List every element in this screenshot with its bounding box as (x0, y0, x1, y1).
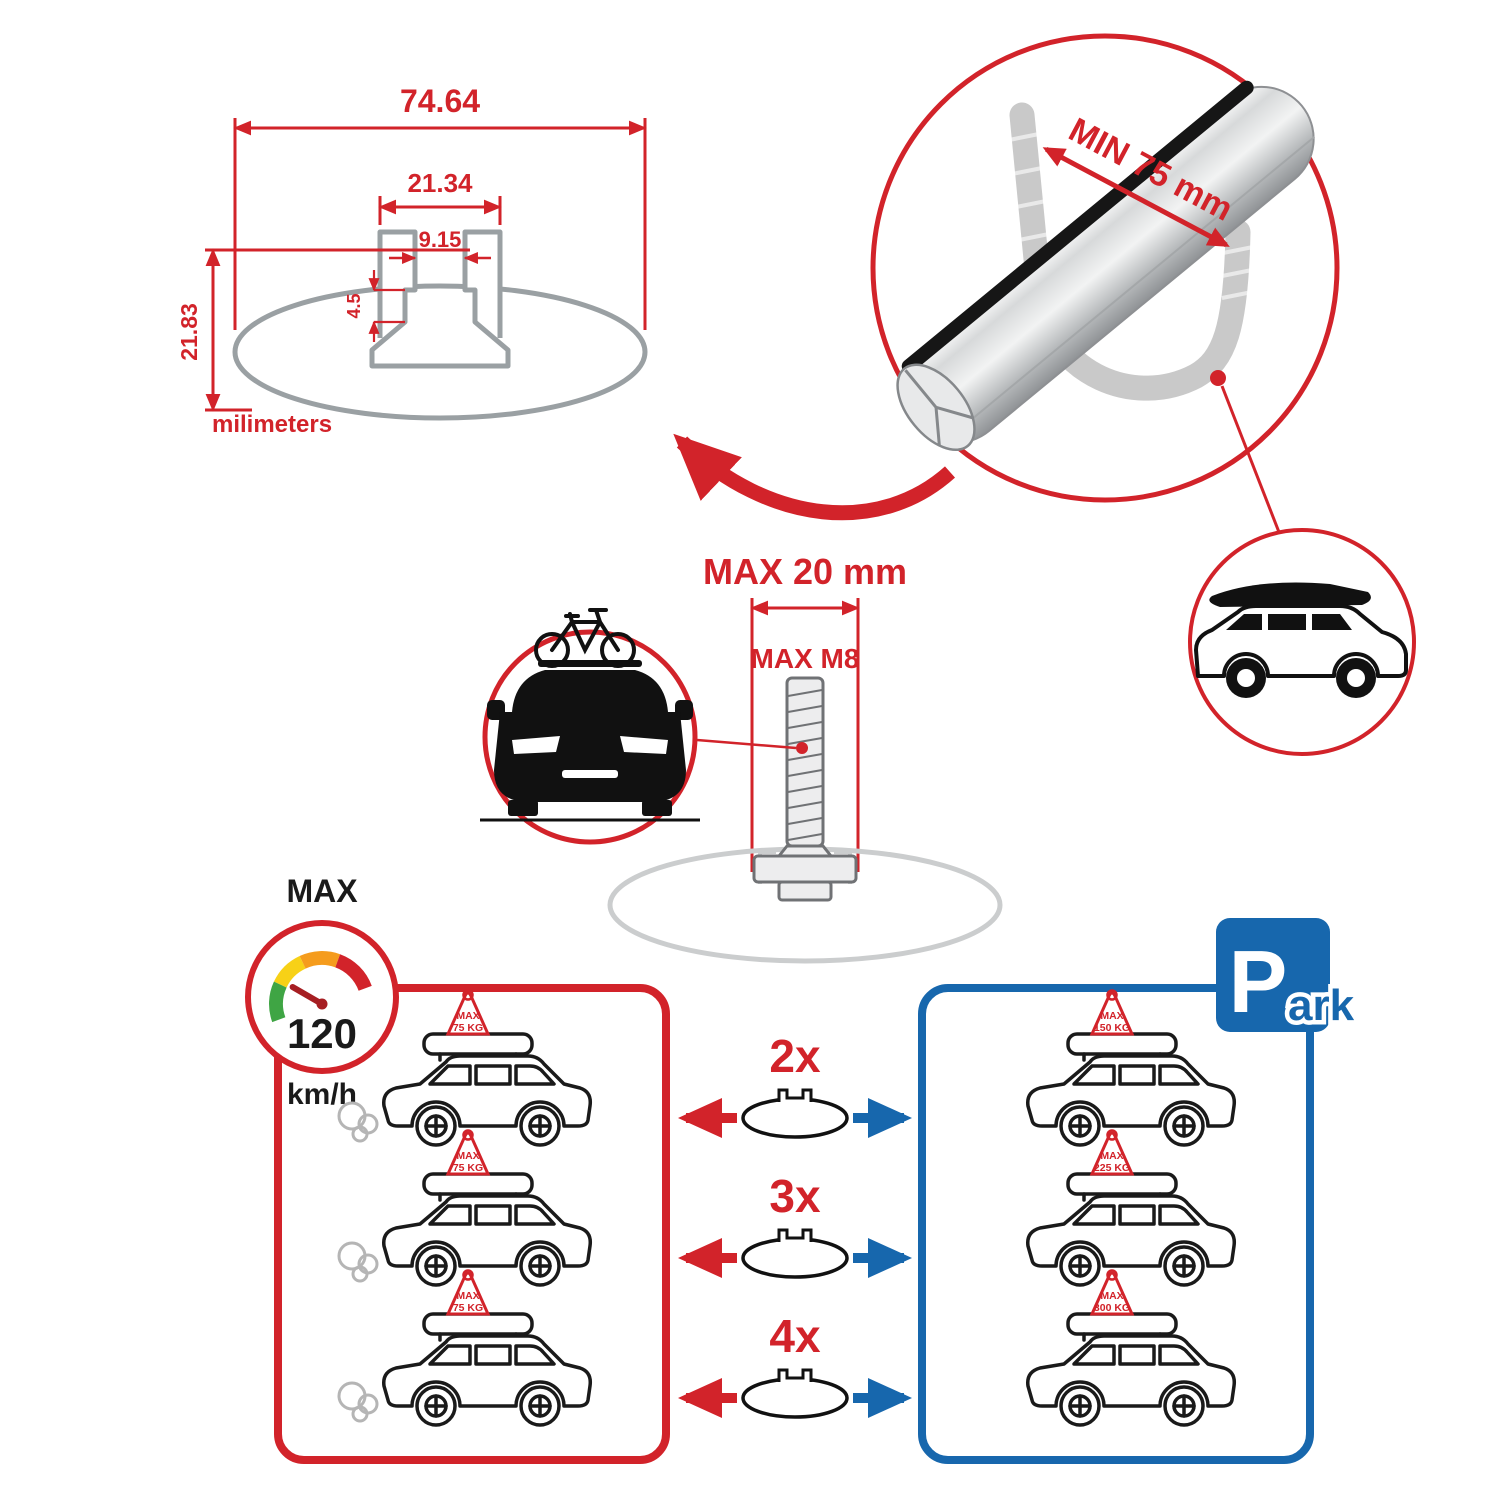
speed-gauge-circle (245, 920, 399, 1074)
load-badge-parked-2: MAX 225 KG (1089, 1129, 1135, 1176)
load-badge-driving-1: MAX 75 KG (445, 989, 491, 1036)
parked-panel: P ark MAX 150 KG MAX 225 KG MAX 300 KG (918, 918, 1359, 1464)
callout-leader-line (1220, 385, 1286, 546)
svg-text:150 KG: 150 KG (1094, 1022, 1130, 1034)
max-bolt-size-label: MAX M8 (751, 643, 860, 674)
parking-sign-square (1216, 918, 1330, 1032)
bar-count-row-1: 2x (677, 1030, 913, 1139)
bar-count-row-3: 4x (677, 1310, 913, 1419)
driving-panel: MAX 120 km/h MAX 75 (245, 873, 670, 1464)
dim-channel-inner-label: 9.15 (419, 227, 462, 252)
mini-profile-2 (741, 1237, 849, 1279)
mini-profile-1 (741, 1097, 849, 1139)
parking-sign: P ark (1216, 918, 1359, 1035)
bar-count-rows: 2x 3x 4x (677, 1030, 913, 1419)
dim-profile-height-label: 21.83 (176, 303, 202, 361)
speed-gauge-needle (289, 984, 325, 1007)
bolt-threads (787, 689, 823, 841)
speed-gauge-arcs (269, 951, 372, 1023)
speed-gauge: 120 (245, 920, 399, 1074)
dim-lip-height-label: 4.5 (344, 293, 364, 318)
t-bolt (696, 676, 858, 902)
load-badge-parked-1: MAX 150 KG (1089, 989, 1135, 1036)
mini-profile-3 (741, 1377, 849, 1419)
dim-profile-height (205, 248, 470, 412)
units-label: milimeters (212, 411, 332, 438)
speed-max-label: MAX (286, 873, 358, 909)
motion-smoke (337, 1101, 379, 1423)
mini-profile-channel-3 (777, 1368, 813, 1382)
car-front-circle (480, 608, 700, 845)
dim-total-width-label: 74.64 (400, 83, 480, 119)
svg-text:MAX: MAX (456, 1150, 479, 1162)
svg-text:225 KG: 225 KG (1094, 1162, 1130, 1174)
count-label-2x: 2x (769, 1030, 821, 1082)
mini-profile-channel-2 (777, 1228, 813, 1242)
profile-technical-drawing: 74.64 21.34 9.15 4.5 21.83 mili (176, 83, 648, 438)
svg-text:75 KG: 75 KG (453, 1022, 483, 1034)
dim-channel-outer-label: 21.34 (407, 168, 473, 198)
mini-profile-channel-1 (777, 1088, 813, 1102)
max-channel-width-dim (750, 598, 860, 872)
svg-text:MAX: MAX (1100, 1010, 1123, 1022)
bar-end-cross-section (896, 363, 976, 452)
svg-text:MAX: MAX (456, 1010, 479, 1022)
svg-text:75 KG: 75 KG (453, 1302, 483, 1314)
count-label-3x: 3x (769, 1170, 821, 1222)
curved-arrow-to-drawing (673, 433, 956, 521)
speed-gauge-pivot (316, 998, 328, 1010)
roofbox-car-circle (1188, 528, 1416, 756)
speed-value: 120 (287, 1010, 357, 1057)
bolt-section: MAX 20 mm MAX M8 (480, 551, 1003, 964)
max-channel-width-label: MAX 20 mm (703, 551, 907, 592)
bolt-callout-leader (696, 738, 797, 750)
load-badge-driving-3: MAX 75 KG (445, 1269, 491, 1316)
profile-channel-fill (372, 232, 508, 366)
bar-detail-circle: MIN 75 mm (673, 33, 1340, 546)
car-with-roofbox-illustration (1194, 582, 1408, 698)
svg-text:MAX: MAX (456, 1290, 479, 1302)
svg-text:300 KG: 300 KG (1094, 1302, 1130, 1314)
dim-lip-height (368, 270, 405, 342)
dim-channel-outer (378, 196, 502, 225)
svg-text:MAX: MAX (1100, 1290, 1123, 1302)
count-label-4x: 4x (769, 1310, 821, 1362)
bolt-callout-dot (796, 742, 808, 754)
parking-sign-ark: ark (1288, 981, 1355, 1030)
load-badge-parked-3: MAX 300 KG (1089, 1269, 1135, 1316)
callout-dot (1210, 370, 1226, 386)
car-front-illustration (480, 660, 700, 822)
min-span-arrow (1042, 146, 1230, 248)
load-badge-driving-2: MAX 75 KG (445, 1129, 491, 1176)
bar-groove-line (951, 136, 1316, 437)
svg-text:MAX: MAX (1100, 1150, 1123, 1162)
profile-ellipse-outline (232, 283, 648, 421)
speed-units: km/h (287, 1078, 357, 1111)
parking-sign-p: P (1229, 932, 1288, 1031)
svg-text:75 KG: 75 KG (453, 1162, 483, 1174)
bar-count-row-2: 3x (677, 1170, 913, 1279)
dim-total-width (233, 118, 647, 330)
